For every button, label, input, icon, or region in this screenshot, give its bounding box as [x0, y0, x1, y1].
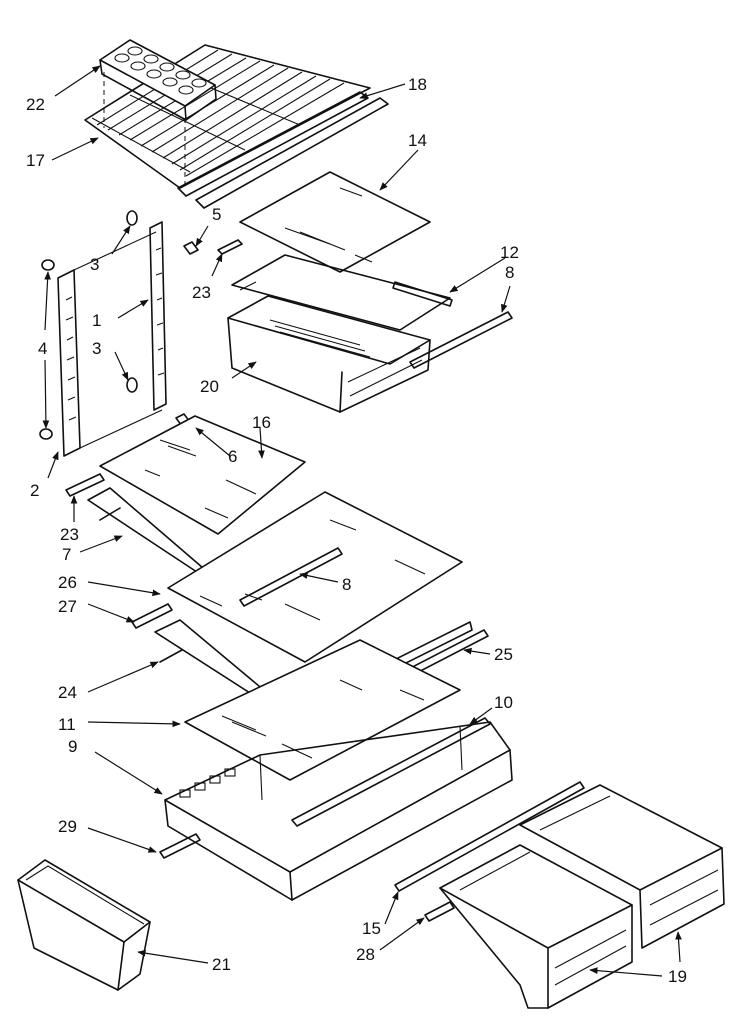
ice-tray — [99, 39, 217, 190]
slide-rail-12 — [392, 281, 453, 307]
callout-9: 9 — [68, 737, 77, 756]
callout-23-upper: 23 — [192, 283, 211, 302]
callout-27: 27 — [58, 597, 77, 616]
glass-shelf-14 — [239, 171, 431, 273]
rail-23-lower — [65, 473, 105, 497]
crisper-drawer-19-front — [439, 844, 633, 1009]
slide-rail-8-upper — [409, 311, 513, 369]
callout-23-lower: 23 — [60, 525, 79, 544]
callout-21: 21 — [212, 955, 231, 974]
callout-24: 24 — [58, 683, 77, 702]
shelf-ladder-right — [149, 221, 167, 411]
door-bin-21 — [17, 859, 151, 991]
callout-28: 28 — [356, 945, 375, 964]
callout-8-lower: 8 — [342, 575, 351, 594]
callout-3-lower: 3 — [92, 339, 101, 358]
crisper-drawer-20 — [227, 254, 451, 413]
leader-lines — [42, 65, 682, 977]
pan-cover-10 — [291, 717, 491, 827]
callout-29: 29 — [58, 817, 77, 836]
callout-17: 17 — [26, 151, 45, 170]
callout-3-upper: 3 — [90, 255, 99, 274]
callout-26: 26 — [58, 573, 77, 592]
callout-19: 19 — [668, 967, 687, 986]
callout-25: 25 — [494, 645, 513, 664]
glass-shelf-16 — [99, 415, 306, 535]
ladder-caps — [39, 210, 199, 440]
callout-6: 6 — [228, 447, 237, 466]
callout-16: 16 — [252, 413, 271, 432]
callout-5: 5 — [212, 205, 221, 224]
crisper-drawer-19-back — [519, 784, 725, 949]
callout-10: 10 — [494, 693, 513, 712]
meat-pan-9 — [164, 721, 513, 901]
callout-22: 22 — [26, 95, 45, 114]
shelf-ladder-left — [57, 231, 163, 457]
rail-29 — [159, 833, 201, 859]
callout-2: 2 — [30, 481, 39, 500]
callout-12: 12 — [500, 243, 519, 262]
shelf-rail-18 — [195, 97, 389, 209]
rail-23-upper — [217, 239, 243, 255]
glass-shelf-11 — [184, 639, 461, 781]
callout-7: 7 — [62, 545, 71, 564]
callout-20: 20 — [200, 377, 219, 396]
rail-28 — [424, 901, 455, 922]
callout-labels: 22 17 18 14 5 3 23 12 8 1 4 3 20 16 6 2 … — [26, 75, 687, 986]
callout-4: 4 — [38, 339, 47, 358]
callout-18: 18 — [408, 75, 427, 94]
callout-14: 14 — [408, 131, 427, 150]
callout-1: 1 — [92, 311, 101, 330]
callout-8-upper: 8 — [505, 263, 514, 282]
callout-15: 15 — [362, 919, 381, 938]
rail-27 — [131, 603, 173, 629]
slide-rail-8-lower — [239, 547, 343, 607]
callout-11: 11 — [58, 715, 76, 734]
slide-rail-15 — [394, 781, 585, 892]
